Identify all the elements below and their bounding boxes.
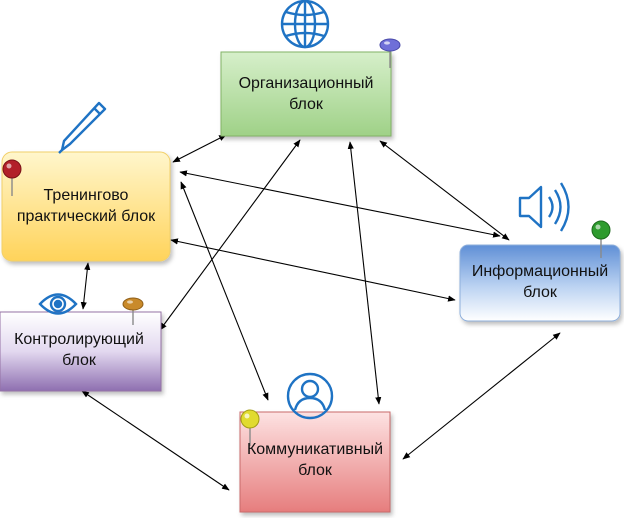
- pen-icon: [58, 101, 107, 154]
- edge-org-com: [347, 141, 382, 405]
- eye-icon: [38, 293, 78, 315]
- pin-training: [2, 159, 22, 196]
- pin-informational: [591, 220, 611, 258]
- node-informational[interactable]: [459, 244, 621, 322]
- edge-org-ctl: [159, 139, 301, 331]
- edge-org-trn: [172, 134, 227, 163]
- node-training[interactable]: [1, 151, 171, 262]
- edge-trn-ctl: [80, 262, 91, 310]
- globe-icon: [280, 0, 330, 49]
- node-controlling[interactable]: [0, 311, 162, 392]
- connector-lines: [80, 134, 561, 491]
- pin-communicative: [240, 409, 260, 446]
- edge-trn-inf-lower: [170, 238, 456, 302]
- speaker-icon: [518, 182, 570, 232]
- edge-trn-inf-upper: [179, 170, 501, 238]
- pin-organizational: [379, 38, 401, 68]
- node-organizational[interactable]: [220, 51, 392, 137]
- node-communicative[interactable]: [239, 411, 391, 513]
- user-icon: [286, 372, 334, 420]
- edge-ctl-com: [81, 390, 230, 491]
- edge-com-inf: [402, 332, 561, 460]
- pin-controlling: [122, 297, 144, 325]
- edge-trn-com: [180, 181, 269, 401]
